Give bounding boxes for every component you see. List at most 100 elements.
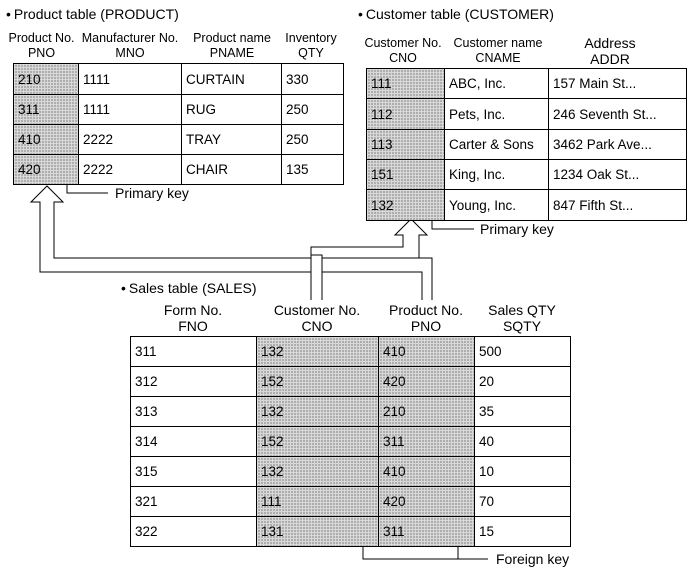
- sales-sqty-cell: 10: [474, 456, 571, 487]
- table-row: 151 King, Inc. 1234 Oak St...: [366, 159, 687, 190]
- table-row: 113 Carter & Sons 3462 Park Ave...: [366, 129, 687, 160]
- customer-addr-cell: 3462 Park Ave...: [548, 129, 687, 160]
- sales-sqty-cell: 40: [474, 426, 571, 457]
- table-row: 315 132 410 10: [130, 456, 571, 487]
- customer-table: 111 ABC, Inc. 157 Main St... 112 Pets, I…: [366, 68, 687, 221]
- customer-header-cno: Customer No.CNO: [364, 36, 442, 65]
- customer-cname-cell: King, Inc.: [444, 159, 549, 190]
- sales-sqty-cell: 500: [474, 336, 571, 367]
- table-row: 420 2222 CHAIR 135: [13, 154, 344, 185]
- sales-cno-cell: 111: [256, 486, 379, 517]
- product-table: 210 1111 CURTAIN 330 311 1111 RUG 250 41…: [13, 63, 344, 185]
- product-pname-cell: CURTAIN: [181, 63, 282, 95]
- sales-fno-cell: 312: [130, 366, 257, 397]
- sales-header-pno: Product No.PNO: [389, 302, 463, 334]
- customer-primary-key-label: Primary key: [480, 221, 554, 237]
- sales-sqty-cell: 70: [474, 486, 571, 517]
- product-pname-cell: TRAY: [181, 124, 282, 155]
- sales-fno-cell: 311: [130, 336, 257, 367]
- product-pno-cell: 311: [13, 94, 79, 125]
- bullet-icon: •: [6, 6, 11, 22]
- sales-header-fno: Form No.FNO: [163, 302, 223, 334]
- sales-fno-cell: 321: [130, 486, 257, 517]
- table-row: 314 152 311 40: [130, 426, 571, 457]
- product-mno-cell: 1111: [78, 94, 182, 125]
- customer-cno-cell: 132: [366, 189, 445, 221]
- table-row: 132 Young, Inc. 847 Fifth St...: [366, 189, 687, 221]
- product-qty-cell: 330: [281, 63, 344, 95]
- product-header-mno: Manufacturer No.MNO: [81, 31, 179, 60]
- table-row: 311 1111 RUG 250: [13, 94, 344, 125]
- table-row: 313 132 210 35: [130, 396, 571, 427]
- product-table-title: •Product table (PRODUCT): [6, 6, 179, 22]
- sales-fno-cell: 314: [130, 426, 257, 457]
- customer-addr-cell: 847 Fifth St...: [548, 189, 687, 221]
- sales-cno-cell: 131: [256, 516, 379, 547]
- customer-cname-cell: Pets, Inc.: [444, 98, 549, 130]
- product-pno-cell: 420: [13, 154, 79, 185]
- sales-pno-cell: 311: [378, 426, 475, 457]
- table-row: 410 2222 TRAY 250: [13, 124, 344, 155]
- customer-cname-cell: Carter & Sons: [444, 129, 549, 160]
- product-primary-key-label: Primary key: [115, 185, 189, 201]
- table-row: 321 111 420 70: [130, 486, 571, 517]
- sales-pno-cell: 420: [378, 486, 475, 517]
- product-qty-cell: 135: [281, 154, 344, 185]
- sales-fno-cell: 315: [130, 456, 257, 487]
- customer-cno-cell: 111: [366, 68, 445, 99]
- table-row: 311 132 410 500: [130, 336, 571, 367]
- sales-cno-cell: 132: [256, 396, 379, 427]
- table-row: 322 131 311 15: [130, 516, 571, 547]
- product-qty-cell: 250: [281, 94, 344, 125]
- product-mno-cell: 2222: [78, 154, 182, 185]
- sales-fno-cell: 313: [130, 396, 257, 427]
- customer-cname-cell: Young, Inc.: [444, 189, 549, 221]
- product-pname-cell: RUG: [181, 94, 282, 125]
- table-row: 312 152 420 20: [130, 366, 571, 397]
- customer-addr-cell: 1234 Oak St...: [548, 159, 687, 190]
- product-header-pno: Product No.PNO: [8, 31, 75, 60]
- sales-foreign-key-label: Foreign key: [496, 551, 570, 567]
- sales-header-cno: Customer No.CNO: [273, 302, 361, 334]
- table-row: 111 ABC, Inc. 157 Main St...: [366, 68, 687, 99]
- sales-pno-cell: 210: [378, 396, 475, 427]
- sales-table-title: •Sales table (SALES): [121, 280, 257, 296]
- sales-pno-cell: 420: [378, 366, 475, 397]
- sales-cno-cell: 132: [256, 456, 379, 487]
- product-pname-cell: CHAIR: [181, 154, 282, 185]
- sales-cno-cell: 152: [256, 366, 379, 397]
- customer-cname-cell: ABC, Inc.: [444, 68, 549, 99]
- table-row: 112 Pets, Inc. 246 Seventh St...: [366, 98, 687, 130]
- sales-sqty-cell: 15: [474, 516, 571, 547]
- customer-cno-cell: 113: [366, 129, 445, 160]
- bullet-icon: •: [121, 280, 126, 296]
- sales-table: 311 132 410 500 312 152 420 20 313 132 2…: [130, 336, 571, 547]
- bullet-icon: •: [358, 6, 363, 22]
- customer-addr-cell: 246 Seventh St...: [548, 98, 687, 130]
- arrow-pno-to-product: [29, 185, 433, 300]
- sales-cno-cell: 152: [256, 426, 379, 457]
- product-mno-cell: 1111: [78, 63, 182, 95]
- customer-cno-cell: 112: [366, 98, 445, 130]
- sales-sqty-cell: 20: [474, 366, 571, 397]
- customer-cno-cell: 151: [366, 159, 445, 190]
- customer-addr-cell: 157 Main St...: [548, 68, 687, 99]
- product-qty-cell: 250: [281, 124, 344, 155]
- product-pno-cell: 410: [13, 124, 79, 155]
- sales-pno-cell: 410: [378, 336, 475, 367]
- sales-cno-cell: 132: [256, 336, 379, 367]
- sales-pno-cell: 410: [378, 456, 475, 487]
- sales-fno-cell: 322: [130, 516, 257, 547]
- product-mno-cell: 2222: [78, 124, 182, 155]
- table-row: 210 1111 CURTAIN 330: [13, 63, 344, 95]
- customer-table-title: •Customer table (CUSTOMER): [358, 6, 554, 22]
- product-pno-cell: 210: [13, 63, 79, 95]
- sales-sqty-cell: 35: [474, 396, 571, 427]
- sales-pno-cell: 311: [378, 516, 475, 547]
